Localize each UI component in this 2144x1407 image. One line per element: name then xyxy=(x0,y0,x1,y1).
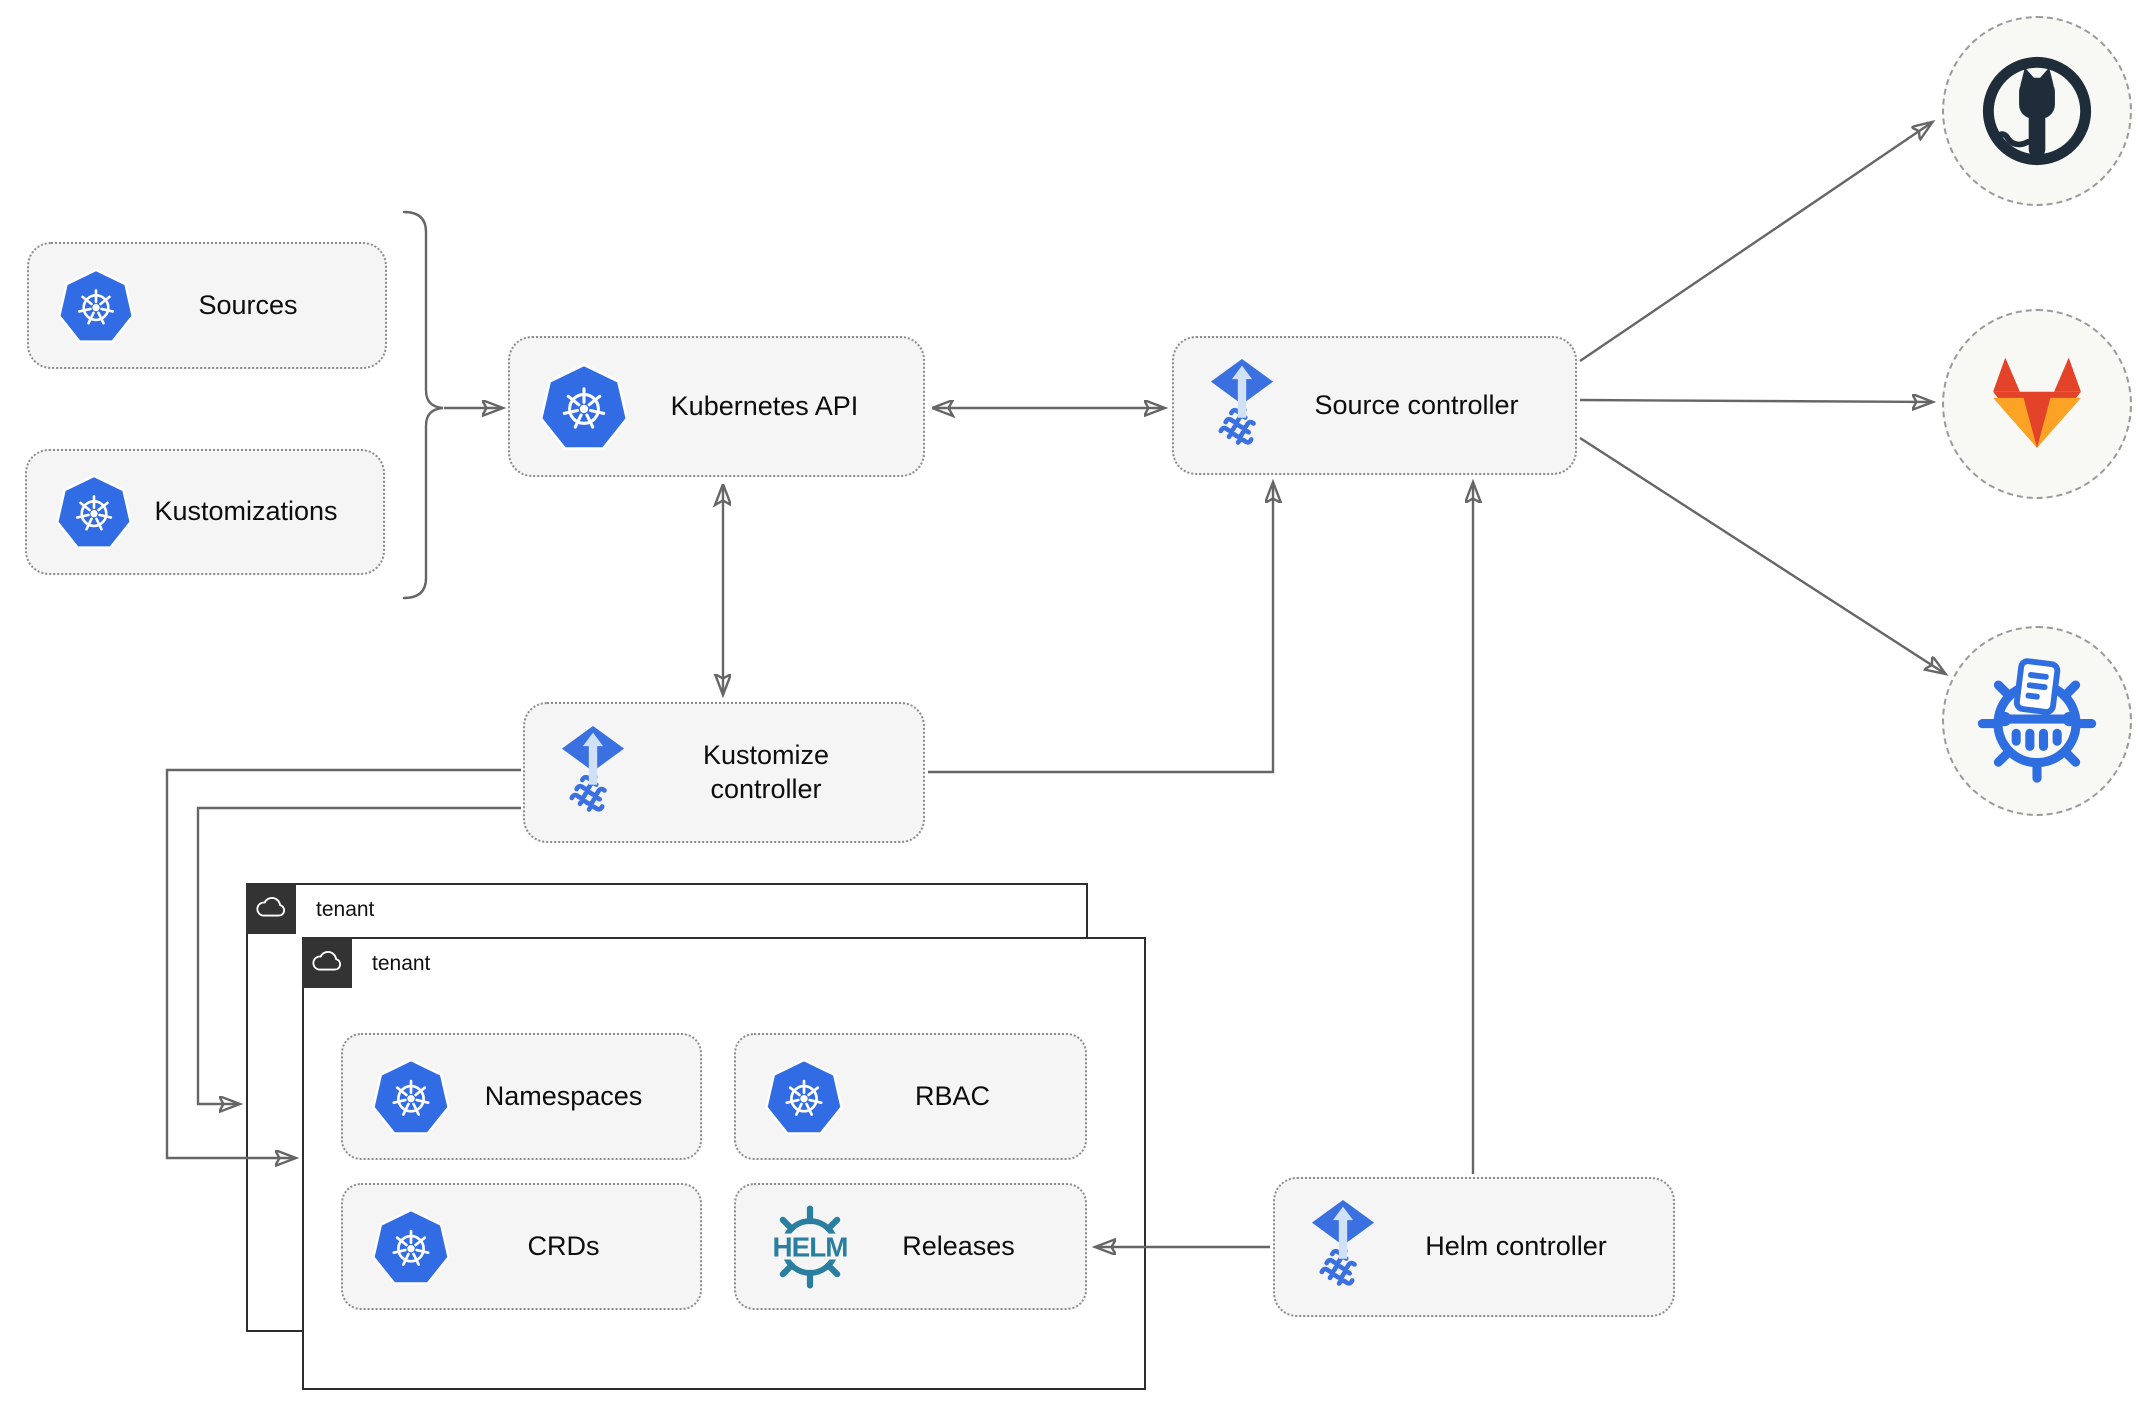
node-label: Source controller xyxy=(1314,389,1519,420)
edge-source-to-github xyxy=(1579,123,1931,362)
github-octocat-icon xyxy=(1973,47,2101,175)
edge-source-to-chartmuseum xyxy=(1579,436,1944,673)
tenant-label: tenant xyxy=(316,898,375,921)
node-kubernetes-api: Kubernetes API xyxy=(508,336,925,477)
tenant-badge xyxy=(246,883,296,934)
edge-kustomize-to-source-controller xyxy=(928,484,1273,774)
node-label: Kubernetes API xyxy=(670,390,859,421)
gitlab-tanuki-icon xyxy=(1976,355,2098,453)
node-label: Helm controller xyxy=(1425,1231,1607,1262)
node-kustomize-controller: Kustomize controller xyxy=(523,702,925,843)
tenant-box-front: tenant xyxy=(302,937,1146,1390)
kubernetes-icon xyxy=(536,359,632,455)
node-crds: CRDs xyxy=(341,1183,702,1310)
node-kustomizations: Kustomizations xyxy=(25,449,385,575)
helm-icon xyxy=(762,1199,858,1295)
node-releases: Releases xyxy=(734,1183,1087,1310)
flux-icon xyxy=(1200,350,1284,462)
node-label: Namespaces xyxy=(484,1080,643,1111)
github-target xyxy=(1942,16,2132,206)
kubernetes-icon xyxy=(53,471,135,553)
flux-icon xyxy=(1301,1191,1385,1303)
kubernetes-icon xyxy=(762,1055,846,1139)
tenant-label: tenant xyxy=(372,952,431,975)
node-source-controller: Source controller xyxy=(1172,336,1577,475)
tenant-badge xyxy=(302,937,352,988)
node-helm-controller: Helm controller xyxy=(1273,1177,1675,1317)
kubernetes-icon xyxy=(369,1055,453,1139)
sources-group-brace xyxy=(402,210,444,600)
node-namespaces: Namespaces xyxy=(341,1033,702,1160)
kubernetes-icon xyxy=(55,265,137,347)
node-label: CRDs xyxy=(527,1230,600,1261)
node-rbac: RBAC xyxy=(734,1033,1087,1160)
cloud-icon xyxy=(254,896,288,921)
node-sources: Sources xyxy=(27,242,387,369)
chartmuseum-icon xyxy=(1972,656,2102,786)
kubernetes-icon xyxy=(369,1205,453,1289)
node-label: Sources xyxy=(198,289,298,320)
chartmuseum-target xyxy=(1942,626,2132,816)
node-label: Kustomize controller xyxy=(702,739,830,804)
cloud-icon xyxy=(310,950,344,975)
node-label: Kustomizations xyxy=(154,496,338,527)
node-label: RBAC xyxy=(914,1080,990,1111)
edge-source-to-gitlab xyxy=(1579,400,1931,402)
gitlab-target xyxy=(1942,309,2132,499)
flux-icon xyxy=(551,717,635,829)
node-label: Releases xyxy=(902,1230,1015,1261)
